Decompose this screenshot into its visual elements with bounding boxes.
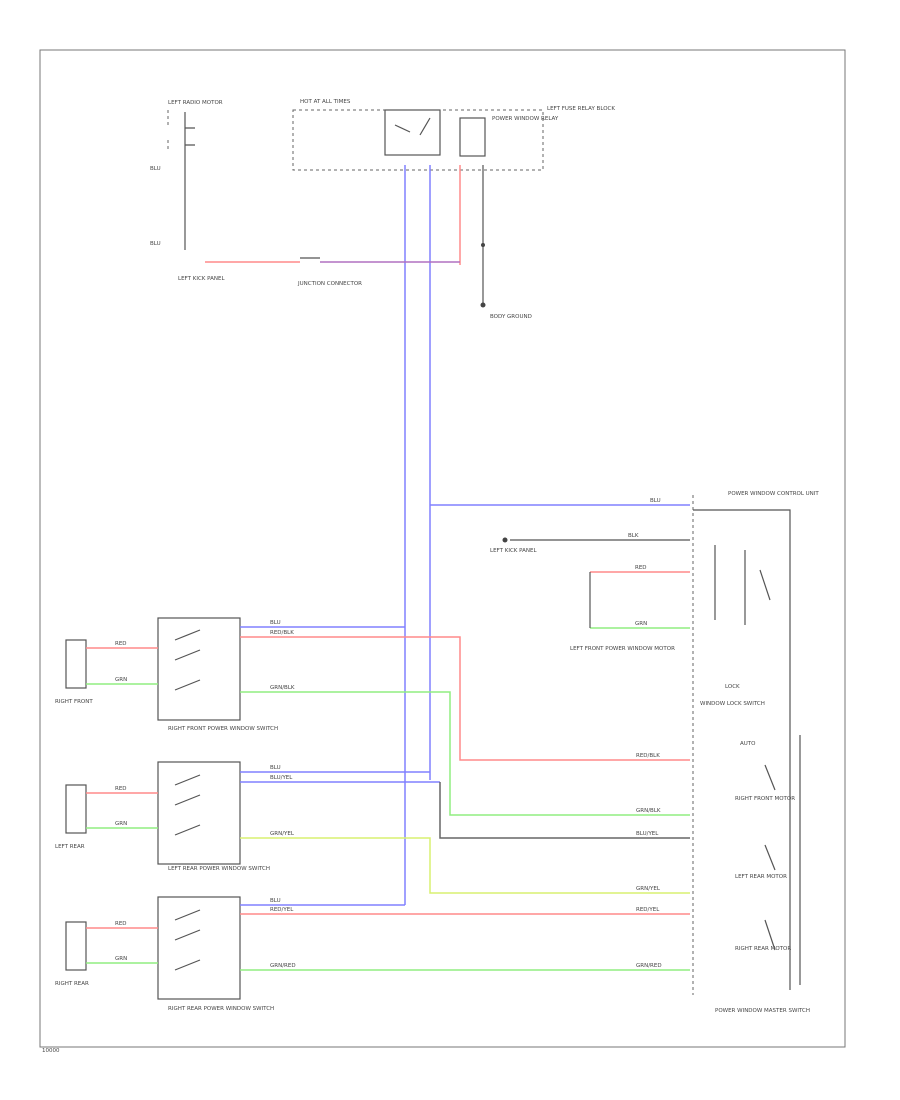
label-red-sw-c: RED [115,921,127,927]
label-grnyel-sw-b: GRN/YEL [270,831,295,837]
label-blu-unit: BLU [650,498,661,504]
ground-bottom-label: BODY GROUND [490,314,532,320]
power-control-unit-label: POWER WINDOW CONTROL UNIT [728,491,819,497]
label-grnblk-sw-a: GRN/BLK [270,685,295,691]
right-front-switch-a: RIGHT FRONT POWER WINDOW SWITCH RIGHT FR… [55,617,278,732]
left-front-motor-label: LEFT FRONT POWER WINDOW MOTOR [570,646,675,652]
label-redblk-sw-a: RED/BLK [270,630,294,636]
corner-code: 10000 [42,1048,60,1054]
right-front-motor-label: RIGHT FRONT MOTOR [735,796,795,802]
wire-grnblk-sw-a [240,691,690,816]
diagram-frame [39,49,846,1048]
ground-dot-unit [502,537,508,543]
switch-c-box [157,896,241,1000]
label-grn-sw-b: GRN [115,821,127,827]
label-blu-top1: BLU [150,166,161,172]
relay-coil [459,117,486,157]
relay-label: POWER WINDOW RELAY [492,116,559,122]
label-grn-sw-c: GRN [115,956,127,962]
label-grn-lf: GRN [635,621,647,627]
fuse-relay-box: HOT AT ALL TIMES POWER WINDOW RELAY LEFT… [292,99,615,171]
fuse-box-outline [292,109,544,171]
window-lock-label: WINDOW LOCK SWITCH [700,701,765,707]
label-redyel-sw-c: RED/YEL [270,907,294,913]
switch-a-box [157,617,241,721]
right-front-section-label: RIGHT FRONT [55,699,93,705]
label-redyel-unit: RED/YEL [636,907,660,913]
right-front-motor-a [65,639,87,689]
right-rear-switch: RIGHT REAR POWER WINDOW SWITCH RIGHT REA… [55,896,274,1012]
auto-label: AUTO [740,741,756,747]
junction-label: JUNCTION CONNECTOR [297,281,362,287]
label-blu-sw-c: BLU [270,898,281,904]
label-grnred-sw-c: GRN/RED [270,963,296,969]
label-bluyel-unit: BLU/YEL [636,831,659,837]
lock-label: LOCK [725,684,740,690]
label-grnblk-unit: GRN/BLK [636,808,661,814]
label-grnred-unit: GRN/RED [636,963,662,969]
ground-dot-2 [480,302,486,308]
right-rear-section-label: RIGHT REAR [55,981,89,987]
label-blk-unit: BLK [628,533,639,539]
switch-b-box [157,761,241,865]
label-redblk-unit: RED/BLK [636,753,660,759]
left-radio-motor-label: LEFT RADIO MOTOR [168,100,223,106]
label-blu-sw-a: BLU [270,620,281,626]
power-window-control-unit: POWER WINDOW CONTROL UNIT WINDOW LOCK SW… [490,491,819,1014]
unit-ground-label: LEFT KICK PANEL [490,548,537,554]
label-red-sw-b: RED [115,786,127,792]
relay-box [384,109,441,156]
right-rear-motor-label: RIGHT REAR MOTOR [735,946,791,952]
label-red-lf: RED [635,565,647,571]
left-rear-switch-label: LEFT REAR POWER WINDOW SWITCH [168,866,270,872]
left-radio-motor: LEFT RADIO MOTOR BLU BLU [150,100,223,250]
right-rear-switch-label: RIGHT REAR POWER WINDOW SWITCH [168,1006,274,1012]
fuse-box-label: HOT AT ALL TIMES [300,99,351,105]
wire-grnyel-sw-b [240,837,690,894]
left-rear-motor-box [65,784,87,834]
label-bluyel-sw-b: BLU/YEL [270,775,293,781]
master-switch-label: POWER WINDOW MASTER SWITCH [715,1008,810,1014]
wire-redblk-sw-a [240,636,690,761]
right-rear-motor-box [65,921,87,971]
label-grn-sw-a: GRN [115,677,127,683]
label-blu-top2: BLU [150,241,161,247]
fuse-relay-block-label: LEFT FUSE RELAY BLOCK [547,106,615,112]
left-rear-section-label: LEFT REAR [55,844,85,850]
label-blu-sw-b: BLU [270,765,281,771]
left-rear-motor-label: LEFT REAR MOTOR [735,874,787,880]
ground-dot-1 [481,243,485,247]
label-red-sw-a: RED [115,641,127,647]
label-grnyel-unit: GRN/YEL [636,886,661,892]
left-ground-label: LEFT KICK PANEL [178,276,225,282]
left-rear-switch: LEFT REAR POWER WINDOW SWITCH LEFT REAR [55,761,270,872]
right-front-switch-a-label: RIGHT FRONT POWER WINDOW SWITCH [168,726,278,732]
wire-gray-sw-b [439,782,690,839]
